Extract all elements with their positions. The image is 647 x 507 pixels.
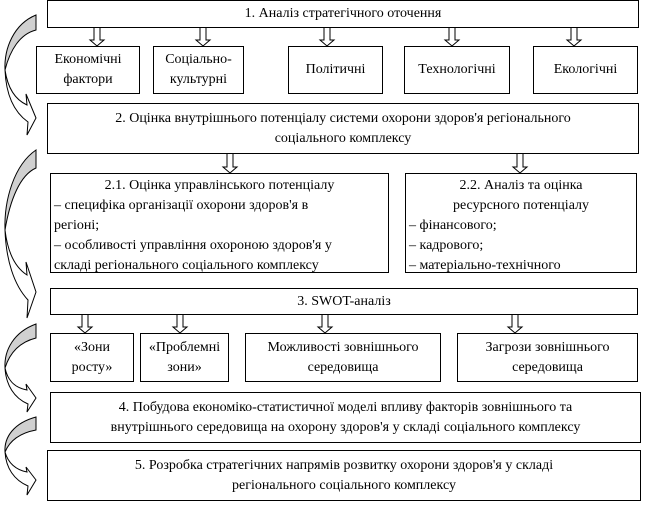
curved-arrow-1 [4,14,37,136]
factor-sociocultural: Соціально- культурні [153,46,244,94]
step2-1-line: – особливості управління охороною здоров… [54,238,332,253]
double-down-arrow-icon [565,28,583,47]
swot-problem-zones: «Проблемні зони» [140,333,229,382]
swot-text: Загрози зовнішнього [485,339,610,355]
double-down-arrow-icon [88,28,106,47]
step2-text-line: соціального комплексу [274,130,412,146]
curved-arrow-4 [4,416,37,496]
double-down-arrow-icon [221,154,239,174]
curved-arrow-3 [4,323,37,413]
step2-2-box: 2.2. Аналіз та оцінка ресурсного потенці… [405,173,637,273]
step2-1-line: – специфіка організації охорони здоров'я… [54,198,309,213]
factor-text: фактори [63,72,113,87]
step3-text: 3. SWOT-аналіз [297,293,391,309]
swot-threats: Загрози зовнішнього середовища [457,333,638,382]
step2-2-line: – фінансового; [409,218,497,233]
step2-text-line: 2. Оцінка внутрішнього потенціалу систем… [115,110,571,126]
step2-1-line: складі регіонального соціального комплек… [54,258,319,273]
swot-opportunities: Можливості зовнішнього середовища [245,333,441,382]
step5-text-line: регіонального соціального комплексу [232,477,456,493]
double-down-arrow-icon [194,28,212,47]
factor-text: культурні [169,72,228,87]
step5-box: 5. Розробка стратегічних напрямів розвит… [47,450,641,501]
factor-text: Екологічні [553,62,618,77]
step4-box: 4. Побудова економіко-статистичної модел… [50,392,641,443]
double-down-arrow-icon [443,28,461,47]
swot-text: середовища [512,359,583,375]
double-down-arrow-icon [76,315,94,334]
step4-text-line: внутрішнього середовища на охорону здоро… [110,419,581,435]
curved-arrow-2 [4,149,37,319]
factor-text: Технологічні [418,62,496,77]
step3-box: 3. SWOT-аналіз [50,288,638,315]
step2-box: 2. Оцінка внутрішнього потенціалу систем… [47,103,639,154]
factor-text: Політичні [305,62,366,77]
step2-1-title: 2.1. Оцінка управлінського потенціалу [104,178,335,193]
step2-1-line: регіоні; [54,218,100,233]
factor-text: Економічні [54,52,122,67]
step2-2-title: ресурсного потенціалу [452,198,590,213]
swot-text: середовища [307,359,379,375]
double-down-arrow-icon [171,315,189,334]
swot-text: росту» [71,359,113,375]
step2-2-line: – кадрового; [409,238,484,253]
swot-text: «Проблемні [148,339,221,355]
step5-text-line: 5. Розробка стратегічних напрямів розвит… [134,457,554,473]
swot-text: Можливості зовнішнього [267,339,419,355]
double-down-arrow-icon [318,28,336,47]
step1-box: 1. Аналіз стратегічного оточення [47,0,639,28]
factor-technological: Технологічні [404,46,510,94]
swot-text: зони» [167,359,202,375]
step2-1-box: 2.1. Оцінка управлінського потенціалу – … [50,173,389,273]
step1-text: 1. Аналіз стратегічного оточення [244,6,442,21]
swot-growth-zones: «Зони росту» [50,333,134,382]
step2-2-title: 2.2. Аналіз та оцінка [459,178,583,193]
factor-ecological: Екологічні [533,46,638,94]
swot-text: «Зони [74,339,110,355]
double-down-arrow-icon [506,315,524,334]
factor-political: Політичні [288,46,383,94]
step4-text-line: 4. Побудова економіко-статистичної модел… [118,399,573,415]
step2-2-line: – матеріально-технічного [409,258,561,273]
double-down-arrow-icon [316,315,334,334]
factor-economic: Економічні фактори [36,46,140,94]
factor-text: Соціально- [165,52,232,67]
double-down-arrow-icon [511,154,529,174]
